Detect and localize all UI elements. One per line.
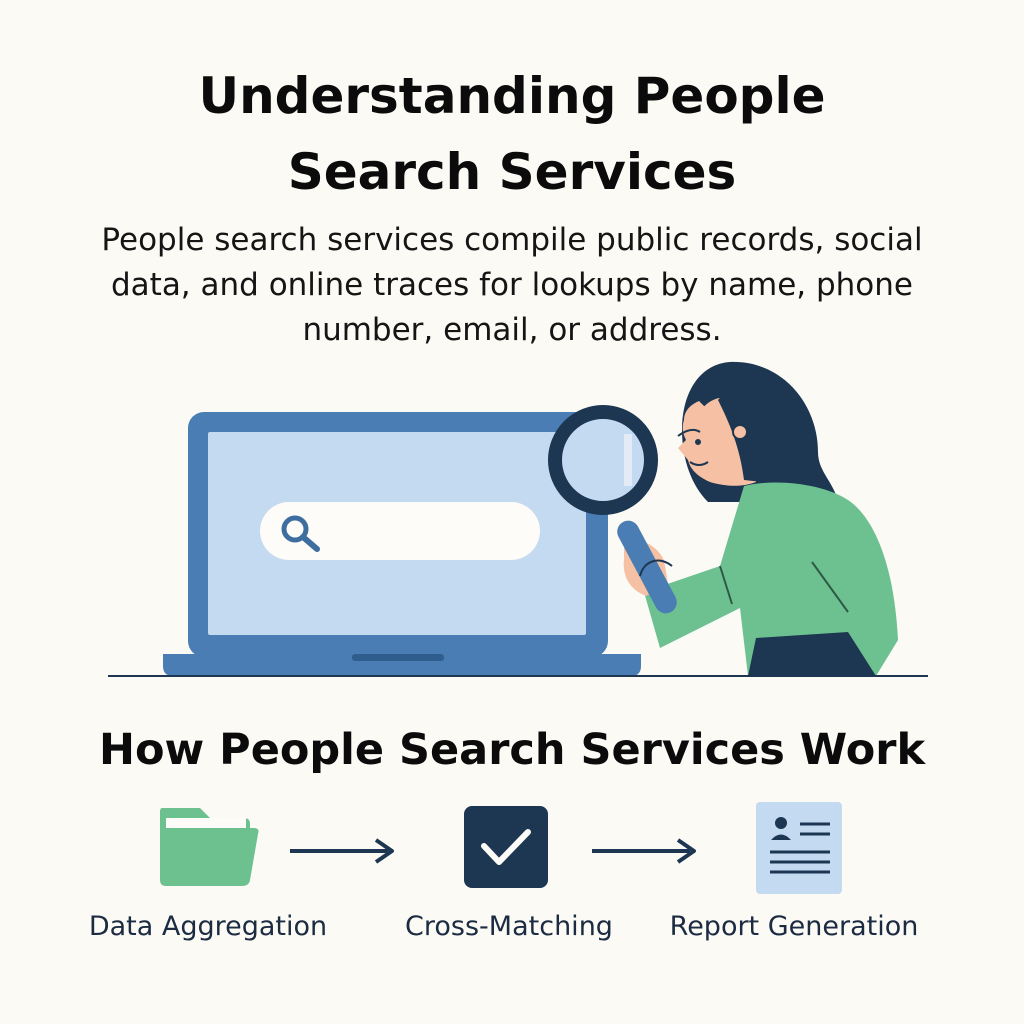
profile-report-icon: [756, 802, 842, 894]
search-icon: [281, 515, 320, 552]
step-label-report-generation: Report Generation: [669, 911, 919, 942]
arrow-right-icon: [592, 838, 696, 864]
step-label-data-aggregation: Data Aggregation: [88, 911, 328, 942]
magnifying-glass-icon: [548, 405, 677, 614]
step-label-cross-matching: Cross-Matching: [405, 911, 613, 942]
page-title-line-2: Search Services: [287, 143, 737, 201]
page-title: Understanding People Search Services: [0, 58, 1024, 210]
arrow-right-icon: [290, 838, 394, 864]
process-heading: How People Search Services Work: [98, 725, 926, 775]
checkmark-icon: [464, 806, 548, 888]
intro-description: People search services compile public re…: [101, 222, 923, 348]
page-title-line-1: Understanding People: [198, 67, 826, 125]
search-bar-graphic: [260, 502, 540, 560]
woman-figure: [644, 361, 898, 676]
folder-icon: [160, 808, 259, 886]
